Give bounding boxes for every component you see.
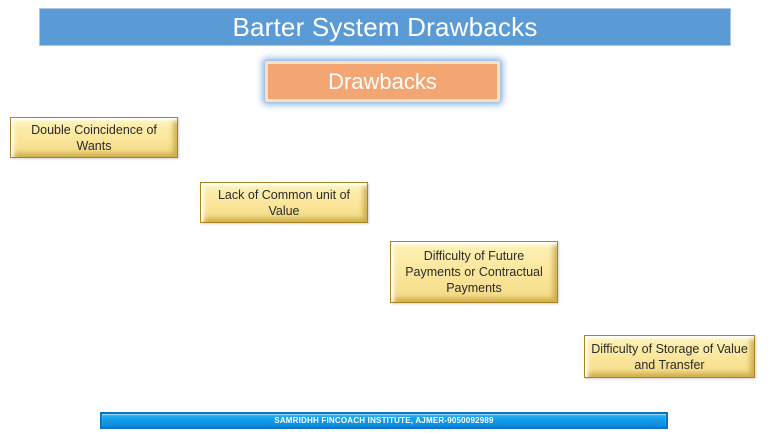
footer-banner: SAMRIDHH FINCOACH INSTITUTE, AJMER-90500…	[100, 412, 668, 429]
item-label: Lack of Common unit of Value	[217, 187, 350, 218]
item-box-difficulty-of-storage-of-value: Difficulty of Storage of Value and Trans…	[584, 335, 755, 378]
item-box-double-coincidence-of-wants: Double Coincidence of Wants	[10, 117, 178, 158]
title-banner: Barter System Drawbacks	[39, 8, 731, 46]
drawbacks-label: Drawbacks	[328, 68, 437, 94]
item-label: Difficulty of Future Payments or Contrac…	[405, 249, 543, 295]
slide-title: Barter System Drawbacks	[232, 11, 538, 42]
item-label: Double Coincidence of Wants	[31, 122, 157, 153]
item-box-difficulty-of-future-payments: Difficulty of Future Payments or Contrac…	[390, 241, 558, 303]
item-label: Difficulty of Storage of Value and Trans…	[591, 341, 748, 372]
item-box-lack-of-common-unit-of-value: Lack of Common unit of Value	[200, 182, 368, 223]
drawbacks-box: Drawbacks	[265, 61, 500, 102]
footer-text: SAMRIDHH FINCOACH INSTITUTE, AJMER-90500…	[274, 416, 494, 425]
